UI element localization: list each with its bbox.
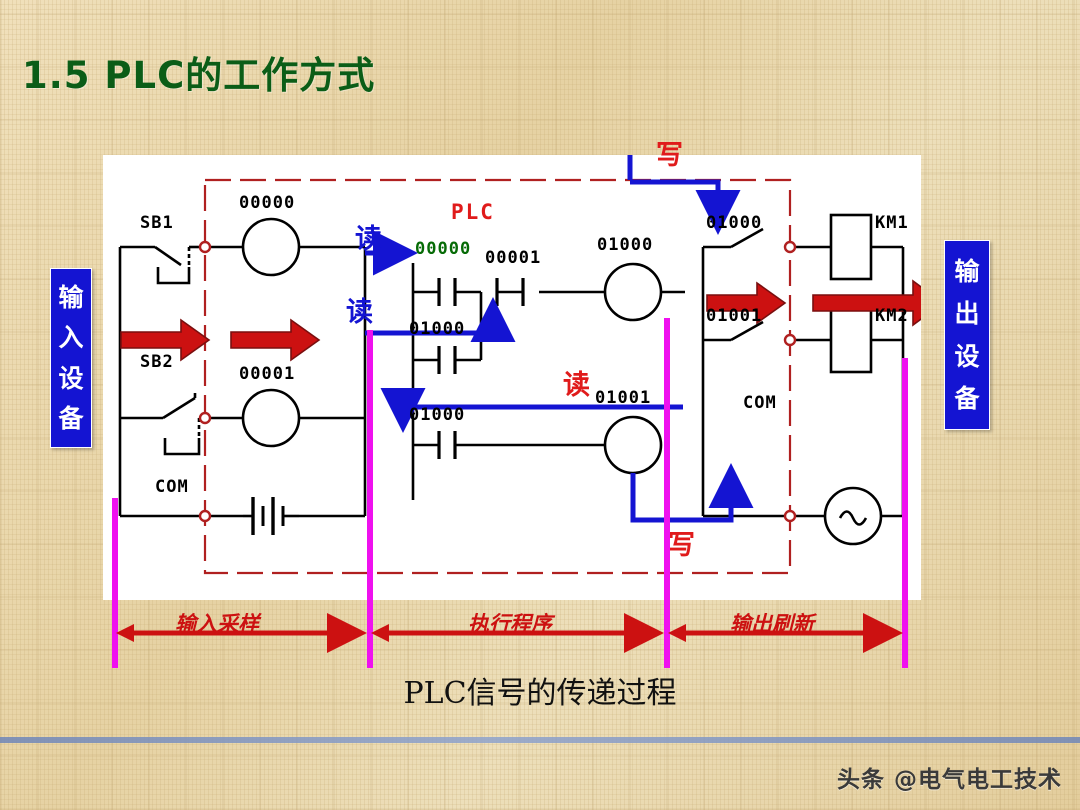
output-device-char-3: 备 <box>954 384 980 414</box>
label-output-switch-01000: 01000 <box>706 213 763 233</box>
phase-label-program-execution: 执行程序 <box>468 612 552 636</box>
label-relay-km2: KM2 <box>875 306 909 326</box>
red-flow-arrow-output-2 <box>812 279 921 327</box>
diagram-panel: SB1 SB2 COM 00000 00001 PLC 00000 00001 … <box>103 140 921 600</box>
plc-boundary-dashed-box <box>203 178 792 575</box>
label-output-com: COM <box>743 393 777 413</box>
blue-signal-flow-write2 <box>630 463 754 523</box>
label-read-1: 读 <box>355 224 382 255</box>
input-device-char-1: 入 <box>58 323 84 353</box>
output-device-box: 输 出 设 备 <box>944 240 990 430</box>
output-circuit-wiring <box>701 213 905 546</box>
input-circuit-wiring <box>118 217 367 518</box>
input-device-char-2: 设 <box>58 363 84 393</box>
bottom-divider <box>0 737 1080 743</box>
battery-symbol <box>243 497 299 535</box>
output-device-char-0: 输 <box>954 256 980 286</box>
page-title: 1.5 PLC的工作方式 <box>22 54 376 97</box>
blue-signal-flow-read2 <box>365 297 516 342</box>
phase-label-output-refresh: 输出刷新 <box>730 612 814 636</box>
label-input-com: COM <box>155 477 189 497</box>
phase-divider-lines <box>112 318 908 600</box>
label-contact-01000-rung2: 01000 <box>409 405 466 425</box>
diagram-caption: PLC信号的传递过程 <box>403 676 677 711</box>
label-relay-km1: KM1 <box>875 213 909 233</box>
blue-signal-flow-read3 <box>380 388 683 433</box>
label-coil-01000: 01000 <box>597 235 654 255</box>
red-flow-arrow-output-1 <box>706 281 787 325</box>
label-sb1: SB1 <box>140 213 174 233</box>
input-device-char-3: 备 <box>58 404 84 434</box>
label-contact-01000-latch: 01000 <box>409 319 466 339</box>
red-flow-arrow-input-1 <box>120 318 211 362</box>
phase-label-input-sampling: 输入采样 <box>175 612 259 636</box>
plc-signal-diagram <box>112 155 921 600</box>
label-coil-01001: 01001 <box>595 388 652 408</box>
input-terminal-nodes <box>198 240 212 523</box>
label-read-3: 读 <box>563 370 590 401</box>
label-coil-00001: 00001 <box>239 364 296 384</box>
label-coil-00000: 00000 <box>239 193 296 213</box>
ac-source-sine-icon <box>838 510 868 526</box>
output-terminal-nodes <box>783 240 797 523</box>
watermark: 头条 @电气电工技术 <box>836 767 1062 793</box>
label-output-switch-01001: 01001 <box>706 306 763 326</box>
output-device-char-2: 设 <box>954 341 980 371</box>
ladder-wiring <box>411 262 685 500</box>
output-device-char-1: 出 <box>954 299 980 329</box>
label-read-2: 读 <box>346 297 373 328</box>
input-device-box: 输 入 设 备 <box>50 268 92 448</box>
label-contact-00000: 00000 <box>415 239 472 259</box>
label-write-2: 写 <box>668 530 695 561</box>
label-contact-00001: 00001 <box>485 248 542 268</box>
red-flow-arrow-input-2 <box>230 318 321 362</box>
label-write-1: 写 <box>656 140 683 171</box>
input-device-char-0: 输 <box>58 282 84 312</box>
label-sb2: SB2 <box>140 352 174 372</box>
label-plc: PLC <box>451 200 495 224</box>
blue-signal-flow-write1 <box>627 155 741 235</box>
